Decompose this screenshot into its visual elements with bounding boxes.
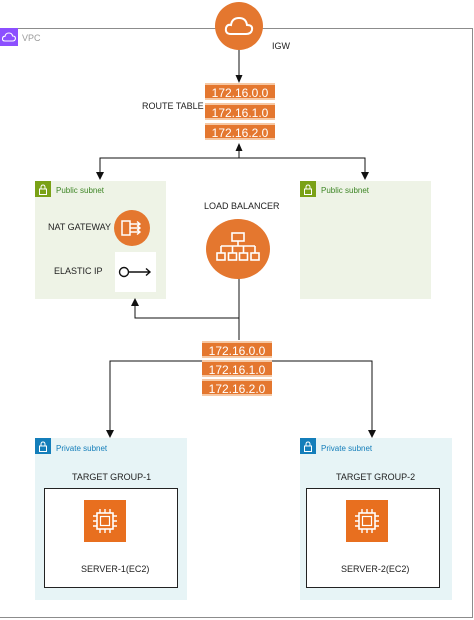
lock-icon bbox=[35, 181, 51, 197]
private-subnet-2-title: Private subnet bbox=[321, 444, 373, 453]
nat-gateway-label: NAT GATEWAY bbox=[48, 222, 112, 232]
load-balancer-label: LOAD BALANCER bbox=[204, 201, 280, 211]
internet-gateway-icon bbox=[215, 2, 263, 50]
route-entry: 172.16.0.0 bbox=[205, 83, 275, 100]
vpc-label: VPC bbox=[22, 33, 41, 43]
public-subnet-2 bbox=[300, 181, 431, 299]
elastic-ip-label: ELASTIC IP bbox=[54, 266, 103, 276]
ec2-instance-icon bbox=[84, 500, 126, 542]
route-entry: 172.16.0.0 bbox=[202, 341, 272, 358]
load-balancer-icon bbox=[206, 219, 270, 279]
target-group-2-label: TARGET GROUP-2 bbox=[336, 472, 416, 482]
elastic-ip-icon bbox=[115, 252, 156, 292]
route-table-label: ROUTE TABLE bbox=[142, 101, 204, 111]
private-subnet-1-title: Private subnet bbox=[56, 444, 108, 453]
lock-icon bbox=[300, 181, 316, 197]
public-subnet-1-title: Public subnet bbox=[56, 186, 105, 195]
nat-gateway-icon bbox=[114, 210, 150, 246]
target-group-1-label: TARGET GROUP-1 bbox=[72, 472, 152, 482]
vpc-cloud-icon bbox=[0, 28, 18, 46]
route-entry: 172.16.2.0 bbox=[205, 123, 275, 140]
lock-icon bbox=[35, 438, 51, 454]
server-2-label: SERVER-2(EC2) bbox=[341, 564, 410, 574]
ec2-instance-icon bbox=[346, 500, 388, 542]
route-entry: 172.16.1.0 bbox=[202, 360, 272, 377]
route-entry: 172.16.2.0 bbox=[202, 379, 272, 396]
server-1-label: SERVER-1(EC2) bbox=[81, 564, 150, 574]
public-subnet-2-title: Public subnet bbox=[321, 186, 370, 195]
lock-icon bbox=[300, 438, 316, 454]
route-entry: 172.16.1.0 bbox=[205, 103, 275, 120]
igw-label: IGW bbox=[272, 41, 290, 51]
